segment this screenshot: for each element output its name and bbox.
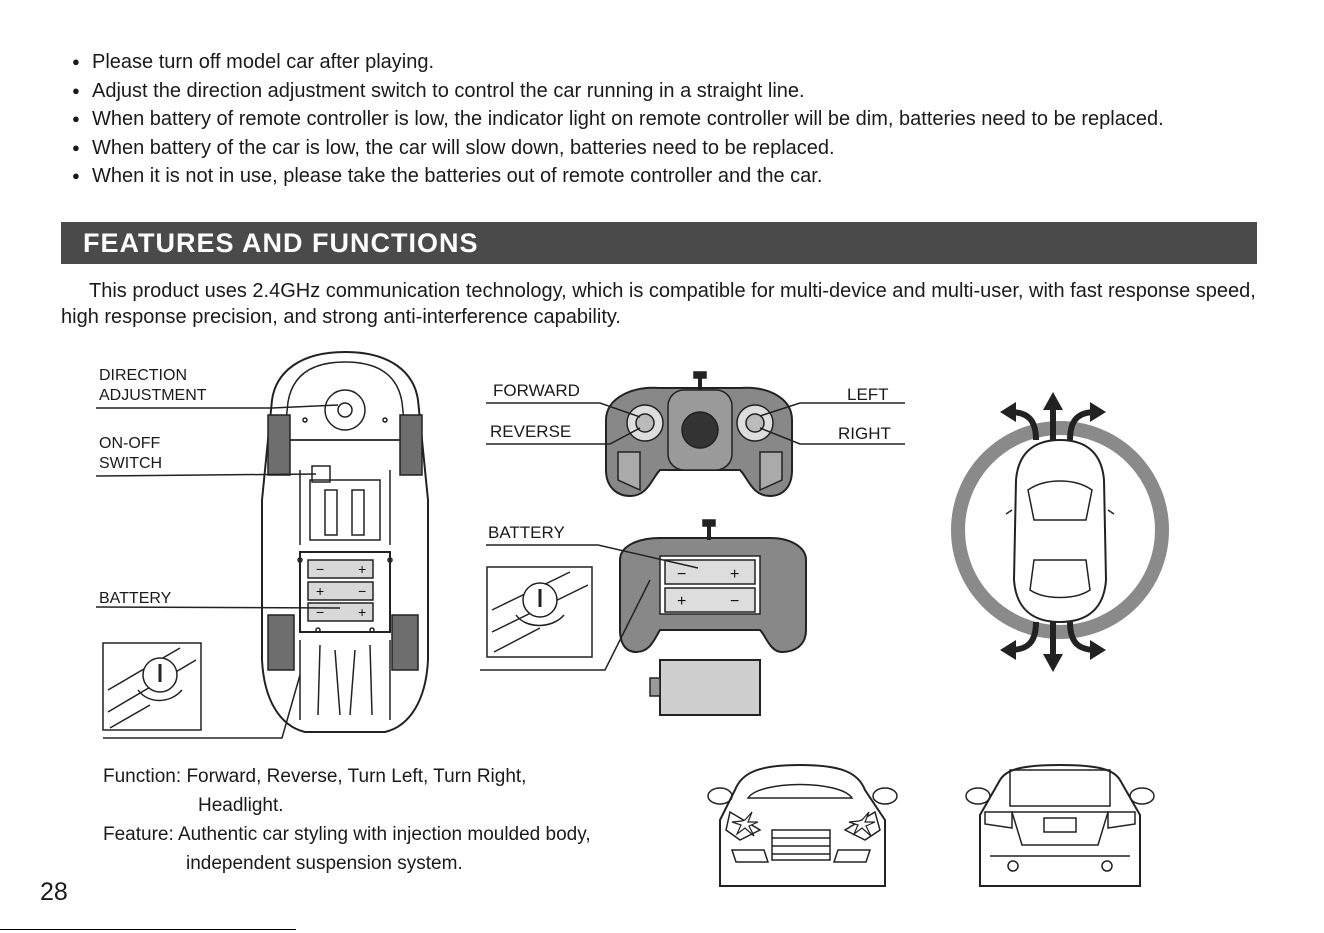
- minus-mark: −: [316, 604, 324, 620]
- remote-battery-cover-detail: [486, 566, 593, 658]
- page-number: 28: [40, 878, 68, 906]
- feature-line: independent suspension system.: [186, 853, 463, 874]
- car-wheels: [267, 414, 423, 671]
- minus-mark: −: [677, 566, 686, 583]
- battery-polarity-marks: − + + − − + − + + −: [316, 561, 739, 620]
- label-line: ON-OFF: [99, 435, 161, 452]
- label-line: ADJUSTMENT: [99, 387, 207, 404]
- car-rear-view: [965, 763, 1155, 887]
- footer-rule: [0, 929, 296, 930]
- plus-mark: +: [358, 604, 366, 620]
- function-label: Function:: [103, 766, 182, 787]
- label-on-off-switch: ON-OFF SWITCH: [99, 434, 162, 474]
- feature-line: Authentic car styling with injection mou…: [178, 824, 591, 845]
- label-reverse: REVERSE: [490, 422, 572, 441]
- note-item: Please turn off model car after playing.: [72, 48, 1282, 77]
- note-item: When it is not in use, please take the b…: [72, 162, 1282, 191]
- intro-paragraph: This product uses 2.4GHz communication t…: [61, 280, 1256, 328]
- label-car-battery: BATTERY: [99, 590, 172, 607]
- minus-mark: −: [316, 561, 324, 577]
- note-item: When battery of the car is low, the car …: [72, 134, 1282, 163]
- note-item: When battery of remote controller is low…: [72, 105, 1282, 134]
- remote-controller-front: [605, 371, 793, 498]
- label-line: DIRECTION: [99, 367, 187, 384]
- label-left: LEFT: [847, 385, 889, 404]
- notes-list: Please turn off model car after playing.…: [72, 48, 1282, 191]
- car-underside-illustration: [261, 350, 429, 733]
- plus-mark: +: [358, 561, 366, 577]
- plus-mark: +: [677, 593, 686, 610]
- function-feature-text: Function: Forward, Reverse, Turn Left, T…: [103, 762, 591, 878]
- car-front-view: [707, 763, 898, 887]
- plus-mark: +: [730, 566, 739, 583]
- label-right: RIGHT: [838, 424, 891, 443]
- label-direction-adjustment: DIRECTION ADJUSTMENT: [99, 366, 207, 406]
- plus-mark: +: [316, 583, 324, 599]
- label-line: SWITCH: [99, 455, 163, 472]
- note-item: Adjust the direction adjustment switch t…: [72, 77, 1282, 106]
- headlight-glow: [731, 811, 876, 837]
- car-battery-cover-detail: [102, 642, 202, 731]
- direction-diagram: [951, 421, 1169, 639]
- label-forward: FORWARD: [493, 381, 580, 400]
- feature-label: Feature:: [103, 824, 174, 845]
- function-line: Headlight.: [198, 795, 284, 816]
- section-title: FEATURES AND FUNCTIONS: [61, 222, 1257, 264]
- label-controller-battery: BATTERY: [488, 523, 565, 542]
- function-line: Forward, Reverse, Turn Left, Turn Right,: [186, 766, 527, 787]
- minus-mark: −: [730, 593, 739, 610]
- remote-controller-back: [619, 519, 807, 716]
- minus-mark: −: [358, 583, 366, 599]
